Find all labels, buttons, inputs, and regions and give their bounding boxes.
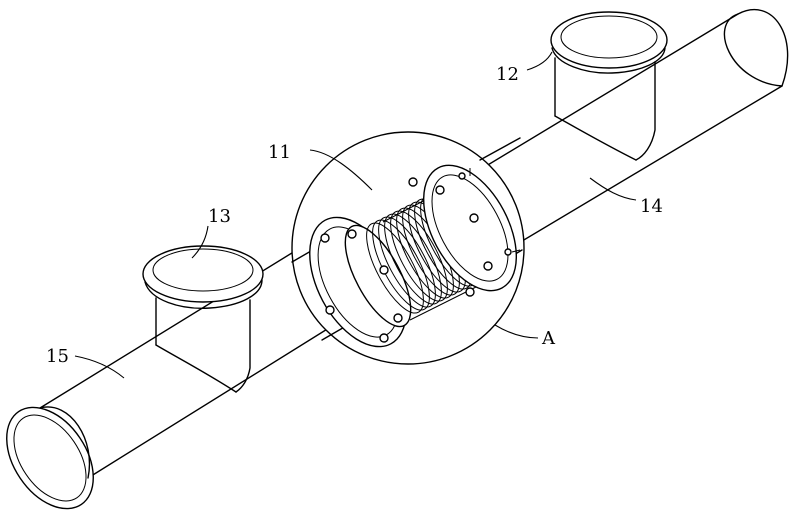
branch-pipe-13 bbox=[143, 246, 263, 392]
leader-12 bbox=[527, 52, 552, 70]
leader-15 bbox=[75, 356, 124, 378]
label-13: 13 bbox=[208, 206, 231, 227]
pipe-end-flange bbox=[0, 391, 111, 523]
label-11: 11 bbox=[268, 142, 291, 163]
label-12: 12 bbox=[496, 64, 519, 85]
label-15: 15 bbox=[46, 346, 69, 367]
label-14: 14 bbox=[640, 196, 663, 217]
branch-pipe-12 bbox=[551, 12, 667, 160]
label-a: A bbox=[541, 328, 556, 349]
leader-a bbox=[495, 325, 538, 338]
